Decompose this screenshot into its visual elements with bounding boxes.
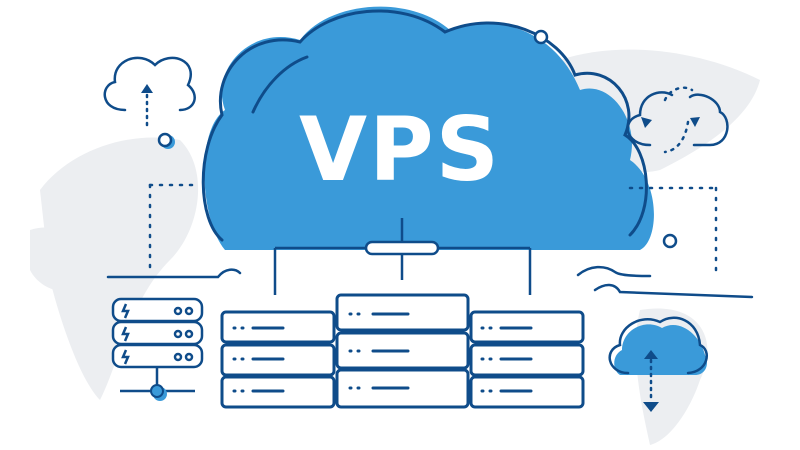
main-cloud-fill bbox=[204, 6, 654, 250]
cloud-connector bbox=[273, 218, 532, 295]
wave-lines bbox=[106, 265, 754, 299]
main-cloud-outline bbox=[201, 9, 648, 242]
cloud-sync-icon bbox=[626, 86, 729, 154]
cloud-upload-icon bbox=[103, 56, 196, 130]
vps-title: VPS bbox=[299, 98, 501, 201]
dotted-connectors bbox=[148, 183, 718, 277]
server-indicators bbox=[232, 312, 533, 393]
cloud-download-icon bbox=[608, 316, 708, 402]
server-stack-icon bbox=[111, 297, 204, 393]
